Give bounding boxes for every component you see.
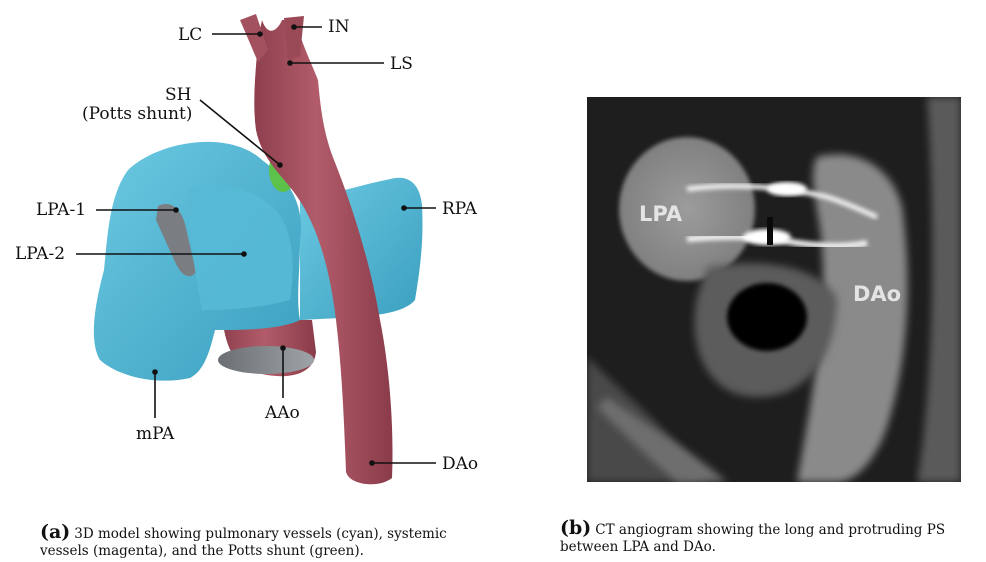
ct-airway: [727, 283, 807, 351]
label-dao: DAo: [442, 455, 478, 473]
caption-a: (a)3D model showing pulmonary vessels (c…: [40, 524, 480, 560]
caption-b-text: CT angiogram showing the long and protru…: [560, 522, 945, 555]
caption-a-text: 3D model showing pulmonary vessels (cyan…: [40, 526, 447, 559]
label-lc: LC: [178, 26, 202, 44]
ct-image: [587, 97, 961, 482]
head-vessel-lc: [240, 14, 268, 62]
aao-cut-face: [218, 346, 314, 374]
panel-b-ct-angiogram: LPA DAo: [587, 97, 961, 482]
label-lpa2: LPA-2: [15, 245, 65, 263]
ct-label-dao: DAo: [853, 282, 901, 306]
label-lpa1: LPA-1: [36, 201, 86, 219]
label-mpa: mPA: [136, 425, 174, 443]
label-sh: SH: [165, 86, 191, 104]
label-sh-sub: (Potts shunt): [82, 105, 192, 123]
ct-label-lpa: LPA: [639, 202, 682, 226]
label-aao: AAo: [265, 404, 300, 422]
label-rpa: RPA: [442, 200, 477, 218]
caption-b-tag: (b): [560, 517, 591, 539]
caption-a-tag: (a): [40, 521, 70, 543]
caption-b: (b)CT angiogram showing the long and pro…: [560, 520, 960, 556]
vessel-model-illustration: [0, 0, 520, 500]
label-in: IN: [328, 18, 350, 36]
panel-a-3d-model: LC IN LS SH (Potts shunt) LPA-1 LPA-2 RP…: [0, 0, 520, 500]
label-ls: LS: [390, 55, 413, 73]
